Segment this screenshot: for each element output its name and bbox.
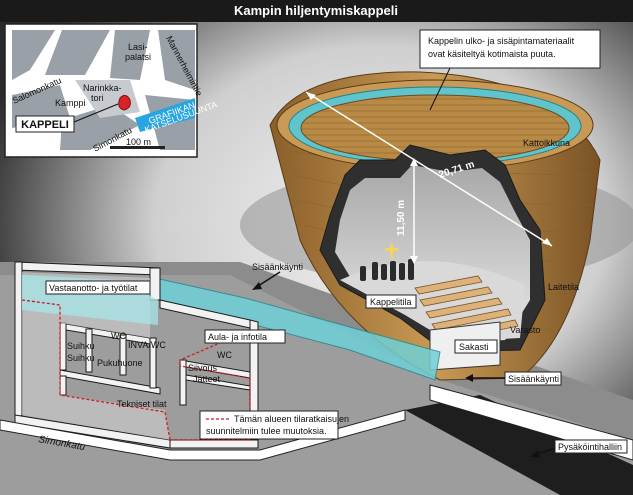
height-label: 11,50 m — [396, 200, 407, 236]
label-sisaankaynti-bottom-box — [504, 371, 562, 386]
label-reception: Vastaanotto- ja työtilat — [49, 283, 138, 293]
title-bar — [0, 0, 633, 22]
place-narinkkatori-2: tori — [91, 93, 104, 103]
parking-ramp — [405, 395, 633, 495]
label-sisaankaynti-top: Sisäänkäynti — [252, 262, 303, 272]
page-title: Kampin hiljentymiskappeli — [234, 3, 398, 18]
label-wc-2: WC — [217, 350, 232, 360]
label-sakasti-box — [454, 339, 498, 354]
map-scale-label: 100 m — [126, 137, 151, 147]
height-arrow-head-1 — [410, 158, 418, 166]
legend-line2: suunnitelmiin tulee muutoksia. — [206, 426, 327, 436]
label-sakasti: Sakasti — [459, 342, 489, 352]
width-arrow-head-2 — [542, 238, 552, 246]
entrance-arrow-bottom-head — [465, 374, 473, 382]
label-kappelitila-box — [365, 294, 417, 309]
kappeli-box — [15, 115, 75, 133]
parking-label: Pysäköintihalliin — [558, 442, 622, 452]
material-callout-line2: ovat käsiteltyä kotimaista puuta. — [428, 49, 556, 59]
label-siivous: Siivous — [188, 363, 218, 373]
place-kamppi: Kamppi — [55, 98, 86, 108]
height-arrow-head-2 — [410, 256, 418, 264]
material-callout-pointer — [429, 67, 451, 111]
material-callout-line1: Kappelin ulko- ja sisäpintamateriaalit — [428, 36, 575, 46]
label-kappelitila: Kappelitila — [370, 297, 412, 307]
material-callout-box — [419, 29, 601, 69]
label-sisaankaynti-bottom: Sisäänkäynti — [508, 374, 559, 384]
label-suihku-2: Suihku — [67, 353, 95, 363]
people-group — [360, 259, 414, 281]
place-narinkkatori-1: Narinkka- — [83, 83, 122, 93]
label-wc-1: WC — [111, 331, 126, 341]
label-jatteet: Jätteet — [193, 374, 221, 384]
inset-map — [4, 23, 198, 158]
label-lobby: Aula- ja infotila — [208, 332, 267, 342]
label-kattoikkuna: Kattoikkuna — [523, 138, 570, 148]
entrance-arrow-top-head — [252, 282, 262, 290]
kappeli-label: KAPPELI — [21, 119, 69, 131]
legend-box — [199, 410, 339, 440]
label-varasto: Varasto — [510, 325, 540, 335]
parking-box — [554, 439, 628, 454]
legend-line1: Tämän alueen tilaratkaisujen — [234, 414, 349, 424]
label-reception-box — [45, 280, 151, 295]
width-arrow — [305, 91, 553, 247]
label-suihku-1: Suihku — [67, 341, 95, 351]
label-pukuhuone: Pukuhuone — [97, 358, 143, 368]
label-tekniset-tilat: Tekniset tilat — [117, 399, 167, 409]
parking-arrow-head — [530, 450, 540, 458]
place-lasipalatsi-2: palatsi — [125, 52, 151, 62]
place-lasipalatsi-1: Lasi- — [128, 42, 148, 52]
street-wall — [0, 409, 406, 461]
width-arrow-head-1 — [306, 92, 316, 100]
floor-plan-walls — [14, 261, 259, 449]
label-laitetila: Laitetila — [548, 282, 579, 292]
kappeli-pointer — [73, 103, 119, 123]
altar-cross — [385, 244, 398, 258]
label-inva: INVA/WC — [128, 340, 166, 350]
label-lobby-box — [204, 329, 286, 344]
